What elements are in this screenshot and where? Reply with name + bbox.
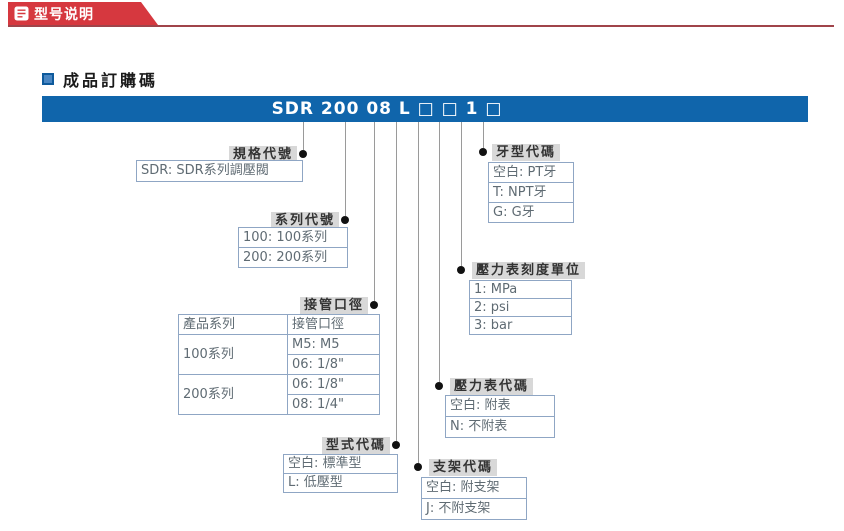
section-tab: 型号说明 [8,2,158,25]
header-rule [8,25,834,27]
bullet-gauge-icon [435,382,443,390]
port-size-table: 產品系列 接管口徑 100系列 M5: M5 06: 1/8" 200系列 06… [178,314,380,415]
bracket-code-label: 支架代碼 [429,459,498,476]
port-series-cell: 100系列 [178,334,288,375]
bullet-type-icon [392,441,400,449]
connector-series [345,122,346,216]
order-code-heading: 成品訂購碼 [42,67,158,91]
bracket-code-row: J: 不附支架 [422,498,526,519]
bullet-spec-icon [299,150,307,158]
spec-code-box: SDR: SDR系列調壓閥 [136,160,303,182]
order-code-heading-text: 成品訂購碼 [63,71,159,90]
connector-type [396,122,397,441]
order-code-text: SDR 200 08 L □ □ 1 □ [271,99,503,119]
thread-code-label: 牙型代碼 [492,144,561,161]
gauge-code-box: 空白: 附表 N: 不附表 [445,395,555,438]
gauge-code-label: 壓力表代碼 [450,378,534,395]
port-table-header: 接管口徑 [287,314,380,335]
table-row: 100系列 M5: M5 [178,334,380,375]
spec-code-label: 規格代號 [228,146,297,163]
gauge-code-row: N: 不附表 [446,416,554,437]
port-option-cell: 08: 1/4" [287,394,380,415]
bullet-bracket-icon [414,463,422,471]
page-title: 型号说明 [34,6,94,23]
port-option-cell: M5: M5 [287,334,380,355]
table-row: 200系列 06: 1/8" [178,374,380,415]
series-code-label: 系列代號 [270,212,339,229]
bullet-port-icon [370,301,378,309]
type-code-row: L: 低壓型 [284,473,397,492]
thread-code-row: 空白: PT牙 [493,165,557,180]
document-icon [14,6,29,21]
thread-code-box: 空白: PT牙 T: NPT牙 G: G牙 [488,162,574,223]
connector-port [374,122,375,301]
spec-code-row: SDR: SDR系列調壓閥 [141,163,269,178]
connector-spec [303,122,304,150]
bullet-series-icon [341,216,349,224]
table-row: 08: 1/4" [179,394,380,415]
gauge-unit-row: 1: MPa [474,282,518,297]
port-size-label: 接管口徑 [299,297,368,314]
bullet-unit-icon [457,266,465,274]
gauge-unit-box: 1: MPa 2: psi 3: bar [469,280,572,335]
series-code-row: 200: 200系列 [239,247,347,267]
port-table-header: 產品系列 [178,314,288,335]
order-code-banner: SDR 200 08 L □ □ 1 □ [42,96,808,122]
series-code-box: 100: 100系列 200: 200系列 [238,227,348,268]
connector-unit [461,122,462,266]
connector-bracket [418,122,419,463]
gauge-unit-row: 3: bar [470,316,571,334]
thread-code-row: G: G牙 [489,202,573,222]
bullet-thread-icon [479,148,487,156]
gauge-unit-label: 壓力表刻度單位 [472,262,586,279]
port-option-cell: 06: 1/8" [287,354,380,375]
bracket-code-row: 空白: 附支架 [426,480,500,495]
connector-gauge [439,122,440,382]
port-series-cell: 200系列 [178,374,288,415]
connector-thread [483,122,484,148]
square-bullet-icon [42,73,54,85]
table-row: 產品系列 接管口徑 [178,314,380,335]
gauge-code-row: 空白: 附表 [450,398,511,413]
type-code-label: 型式代碼 [321,437,390,454]
gauge-unit-row: 2: psi [470,298,571,316]
port-option-cell: 06: 1/8" [287,374,380,395]
type-code-row: 空白: 標準型 [288,456,362,471]
type-code-box: 空白: 標準型 L: 低壓型 [283,454,398,493]
thread-code-row: T: NPT牙 [489,182,573,202]
series-code-row: 100: 100系列 [243,230,328,245]
bracket-code-box: 空白: 附支架 J: 不附支架 [421,477,527,520]
